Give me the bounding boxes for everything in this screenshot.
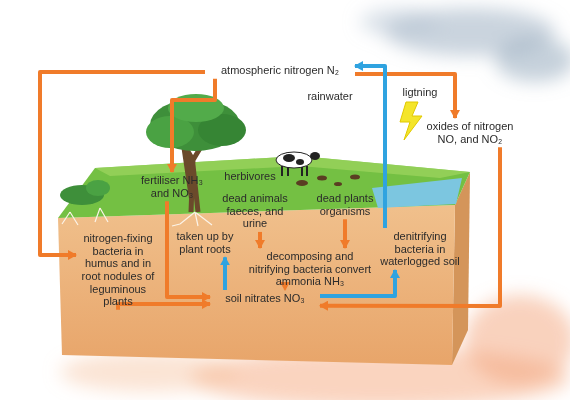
- stage-text: oxides of nitrogen NO, and NO₂: [425, 120, 516, 145]
- stage-text: denitrifying bacteria in waterlogged soi…: [380, 230, 460, 268]
- cycle-stage: soil nitrates NO₃: [210, 290, 320, 307]
- annotation-label: rainwater: [307, 90, 352, 103]
- cycle-arrow: [283, 288, 287, 292]
- cycle-arrow: [355, 74, 455, 118]
- cycle-stage: taken up by plant roots: [174, 228, 236, 257]
- stage-text: dead animals faeces, and urine: [222, 192, 288, 230]
- cycle-stage: dead animals faeces, and urine: [220, 190, 290, 232]
- stage-text: atmospheric nitrogen N₂: [207, 64, 353, 77]
- cycle-stage: fertiliser NH₃ and NO₃: [136, 172, 208, 201]
- annotation-label: ligtning: [403, 86, 438, 99]
- cycle-stage: denitrifying bacteria in waterlogged soi…: [378, 228, 462, 270]
- cycle-stage: dead plants organisms: [313, 190, 377, 219]
- dead-organisms: [296, 175, 360, 187]
- stage-text: dead plants organisms: [315, 192, 375, 217]
- stage-text: soil nitrates NO₃: [212, 292, 318, 305]
- stage-text: fertiliser NH₃ and NO₃: [138, 174, 206, 199]
- stage-text: nitrogen-fixing bacteria in humus and in…: [78, 232, 158, 308]
- cycle-stage: decomposing and nitrifying bacteria conv…: [245, 248, 375, 290]
- cycle-arrow: [172, 79, 215, 172]
- cycle-stage: oxides of nitrogen NO, and NO₂: [423, 118, 518, 147]
- cycle-arrow: [320, 147, 500, 306]
- bush: [60, 180, 110, 205]
- cycle-arrow: [223, 257, 227, 290]
- lightning-bolt: [400, 102, 422, 140]
- cycle-arrow: [258, 232, 262, 248]
- stage-text: decomposing and nitrifying bacteria conv…: [247, 250, 373, 288]
- cycle-arrow: [343, 219, 347, 248]
- stage-text: taken up by plant roots: [176, 230, 234, 255]
- cow: [276, 152, 320, 176]
- annotation-label: herbivores: [224, 170, 275, 183]
- cycle-stage: nitrogen-fixing bacteria in humus and in…: [76, 230, 160, 310]
- cycle-stage: atmospheric nitrogen N₂: [205, 62, 355, 79]
